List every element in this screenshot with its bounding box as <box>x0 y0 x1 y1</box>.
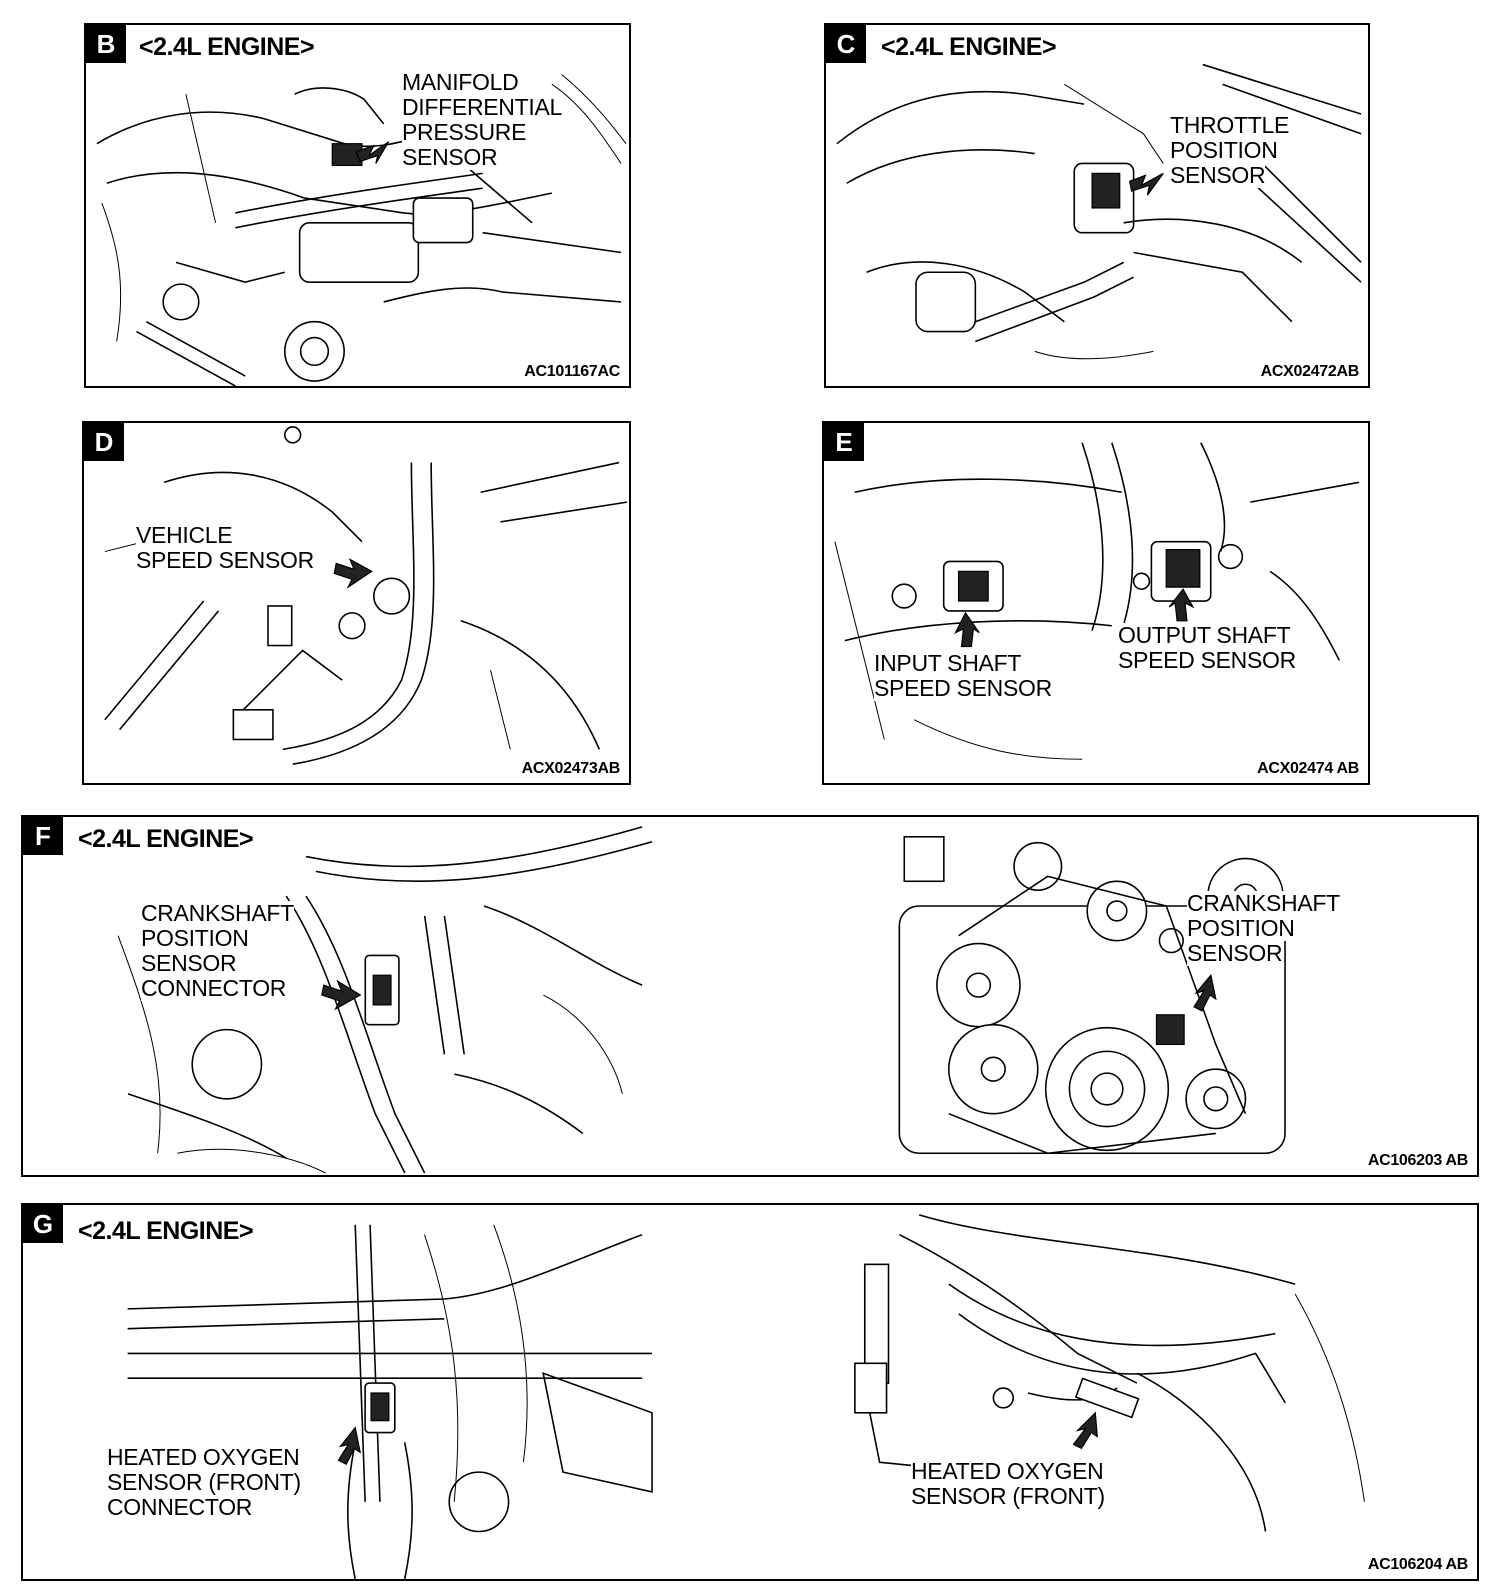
engine-label: <2.4L ENGINE> <box>136 33 318 62</box>
panel-letter: D <box>84 423 124 461</box>
sensor-label: HEATED OXYGEN SENSOR (FRONT) <box>911 1458 1105 1509</box>
figure-code: AC106203 AB <box>1364 1151 1471 1171</box>
panel-c: C <2.4L ENGINE> THROTTLE POSITION SENSOR… <box>824 23 1370 388</box>
output-shaft-label: OUTPUT SHAFT SPEED SENSOR <box>1118 622 1296 673</box>
input-shaft-label: INPUT SHAFT SPEED SENSOR <box>874 650 1052 701</box>
panel-letter: B <box>86 25 126 63</box>
figure-code: AC101167AC <box>521 362 623 382</box>
engine-illustration-e <box>834 442 1360 760</box>
panel-letter: F <box>23 817 63 855</box>
panel-letter: C <box>826 25 866 63</box>
sensor-label: CRANKSHAFT POSITION SENSOR <box>1187 890 1340 966</box>
figure-code: AC106204 AB <box>1364 1555 1471 1575</box>
connector-label: HEATED OXYGEN SENSOR (FRONT) CONNECTOR <box>107 1444 301 1520</box>
panel-letter: G <box>23 1205 63 1243</box>
engine-label: <2.4L ENGINE> <box>75 1217 257 1246</box>
figure-code: ACX02472AB <box>1257 362 1362 382</box>
connector-label: CRANKSHAFT POSITION SENSOR CONNECTOR <box>141 900 294 1001</box>
figure-code: ACX02474 AB <box>1254 759 1362 779</box>
engine-illustration-c <box>836 63 1362 360</box>
engine-illustration-d <box>104 426 628 765</box>
panel-e: E INPUT SHAFT SPEED SENSOR OUTPUT SHAFT … <box>822 421 1370 785</box>
figure-code: ACX02473AB <box>518 759 623 779</box>
engine-label: <2.4L ENGINE> <box>75 825 257 854</box>
engine-illustration-b <box>96 74 627 386</box>
sensor-label: MANIFOLD DIFFERENTIAL PRESSURE SENSOR <box>402 69 562 170</box>
panel-letter: E <box>824 423 864 461</box>
engine-label: <2.4L ENGINE> <box>878 33 1060 62</box>
panel-f: F <2.4L ENGINE> CRANKSHAFT POSITION SENS… <box>21 815 1479 1177</box>
panel-b: B <2.4L ENGINE> MANIFOLD DIFFERENTIAL PR… <box>84 23 631 388</box>
engine-illustration-f <box>117 826 1286 1174</box>
sensor-label: THROTTLE POSITION SENSOR <box>1170 112 1289 188</box>
engine-illustration-g <box>127 1214 1365 1579</box>
panel-d: D VEHICLE SPEED SENSOR ACX02473AB <box>82 421 631 785</box>
sensor-label: VEHICLE SPEED SENSOR <box>136 522 314 573</box>
panel-g: G <2.4L ENGINE> HEATED OXYGEN SENSOR (FR… <box>21 1203 1479 1581</box>
